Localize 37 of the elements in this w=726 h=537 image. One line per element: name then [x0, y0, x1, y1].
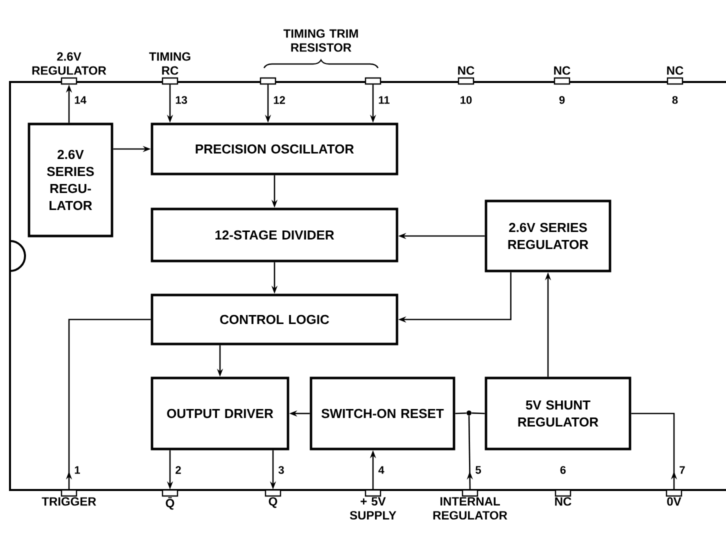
pin-name: NC	[458, 66, 474, 75]
pin-name: NC	[554, 66, 570, 75]
pin-number: 4	[378, 466, 384, 474]
pin-number: 6	[560, 466, 566, 474]
pin-name: + 5V SUPPLY	[350, 497, 396, 520]
block-box: 12-STAGE DIVIDER	[150, 208, 398, 262]
block-box: 2.6V SERIES REGULATOR	[484, 200, 612, 272]
block-box: 2.6V SERIES REGU- LATOR	[28, 122, 114, 238]
pin-name: NC	[667, 66, 684, 75]
pin-number: 8	[672, 96, 678, 104]
pin-number: 7	[680, 466, 685, 474]
pin-number: 12	[274, 96, 285, 104]
pin-number: 11	[378, 96, 390, 104]
pin-group-label: TIMING TRIM RESISTOR	[283, 29, 358, 52]
arrow	[66, 318, 151, 490]
pin-name: 0V	[667, 497, 682, 506]
pin-name: TIMING RC	[149, 52, 190, 75]
pin-name: INTERNAL REGULATOR	[433, 497, 508, 520]
block-box: SWITCH-ON RESET	[310, 376, 456, 450]
pin-number: 10	[460, 96, 472, 104]
pin-number: 14	[74, 96, 86, 104]
block-box: CONTROL LOGIC	[150, 294, 398, 346]
block-box: 5V SHUNT REGULATOR	[484, 376, 632, 450]
block-box: PRECISION OSCILLATOR	[150, 122, 398, 176]
pin-name: Q̄	[166, 497, 174, 510]
pin-number: 13	[176, 96, 188, 104]
pin-number: 5	[476, 466, 481, 474]
pin-name: TRIGGER	[42, 497, 96, 506]
pin-name: Q	[268, 497, 278, 508]
pin-number: 2	[176, 466, 181, 474]
pin-number: 1	[74, 466, 80, 474]
chip-outline	[9, 81, 726, 491]
pin-name: 2.6V REGULATOR	[32, 52, 106, 75]
pin-number: 3	[278, 466, 284, 474]
pin-name: NC	[555, 497, 572, 506]
pin-number: 9	[559, 96, 565, 104]
block-box: OUTPUT DRIVER	[150, 376, 290, 450]
